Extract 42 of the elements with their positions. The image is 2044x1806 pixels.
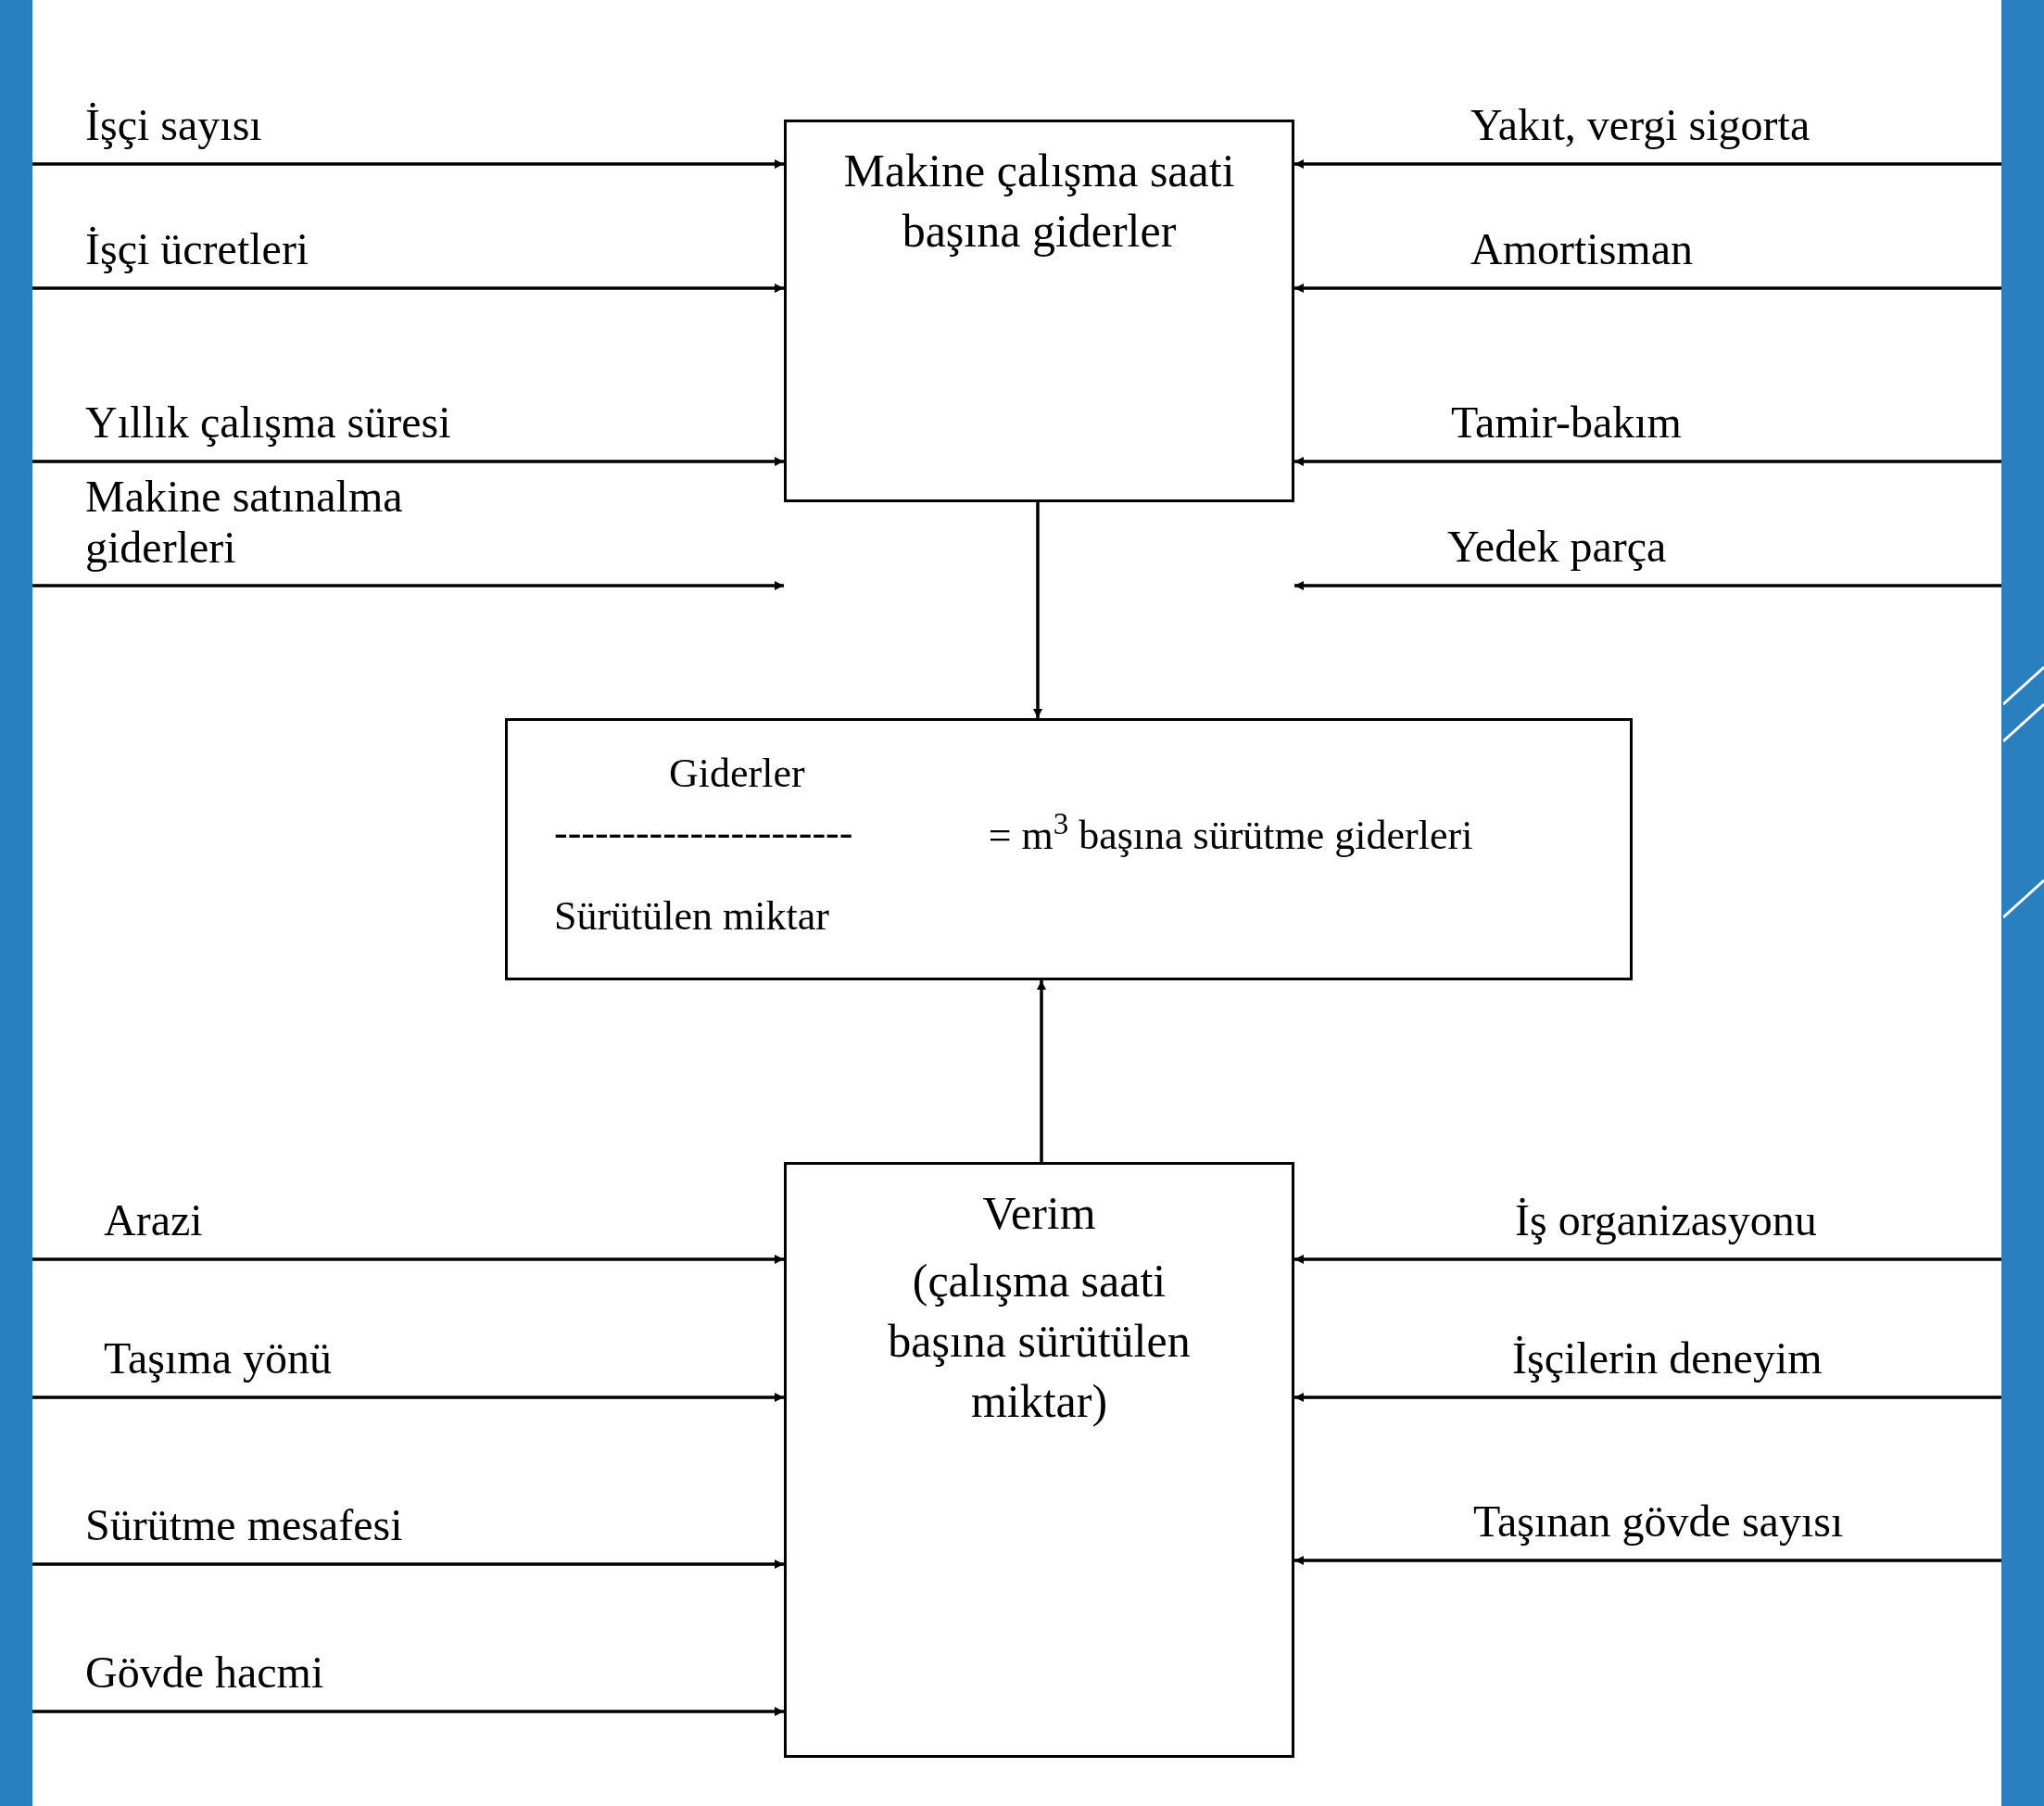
edge-label: Taşıma yönü xyxy=(104,1332,332,1384)
edge-label: Tamir-bakım xyxy=(1451,397,1682,448)
edge-label: Yedek parça xyxy=(1447,521,1667,573)
edge-label: İşçi sayısı xyxy=(85,99,262,151)
arrow xyxy=(32,284,784,293)
edge-label: İş organizasyonu xyxy=(1515,1194,1817,1246)
edge-label: İşçi ücretleri xyxy=(85,223,309,275)
edge-label: İşçilerin deneyim xyxy=(1512,1332,1823,1384)
arrow xyxy=(32,581,784,590)
arrow xyxy=(1294,1556,2001,1565)
edge-label: Makine satınalma giderleri xyxy=(85,471,404,574)
formula-text: = m$^{3}$ başına sürütme giderleri xyxy=(987,805,1474,860)
arrow xyxy=(32,457,784,466)
arrow xyxy=(1033,502,1042,718)
edge-label: Arazi xyxy=(104,1194,203,1246)
arrow xyxy=(1294,581,2001,590)
box-title: Verim xyxy=(982,1186,1096,1241)
edge-label: Gövde hacmi xyxy=(85,1647,324,1699)
arrow xyxy=(1294,1255,2001,1264)
arrow xyxy=(1294,284,2001,293)
arrow xyxy=(32,1707,784,1716)
box-title: Makine çalışma saati başına giderler xyxy=(842,144,1236,259)
formula-text: Giderler xyxy=(669,750,805,798)
arrow xyxy=(1294,159,2001,169)
edge-label: Yıllık çalışma süresi xyxy=(85,397,451,448)
edge-label: Amortisman xyxy=(1470,223,1693,275)
fraction-line: ---------------------- xyxy=(554,809,853,857)
process-box xyxy=(505,718,1633,980)
process-box xyxy=(784,1162,1294,1758)
edge-label: Taşınan gövde sayısı xyxy=(1473,1496,1844,1547)
box-text: (çalışma saati başına sürütülen miktar) xyxy=(887,1254,1192,1429)
formula-text: Sürütülen miktar xyxy=(554,892,829,941)
edge-label: Sürütme mesafesi xyxy=(85,1499,403,1551)
arrow xyxy=(32,159,784,169)
arrow xyxy=(32,1393,784,1402)
process-box xyxy=(784,120,1294,502)
arrow xyxy=(32,1255,784,1264)
arrow xyxy=(1037,980,1046,1162)
arrow xyxy=(32,1560,784,1569)
arrow xyxy=(1294,1393,2001,1402)
arrow xyxy=(1294,457,2001,466)
edge-label: Yakıt, vergi sigorta xyxy=(1470,99,1811,151)
